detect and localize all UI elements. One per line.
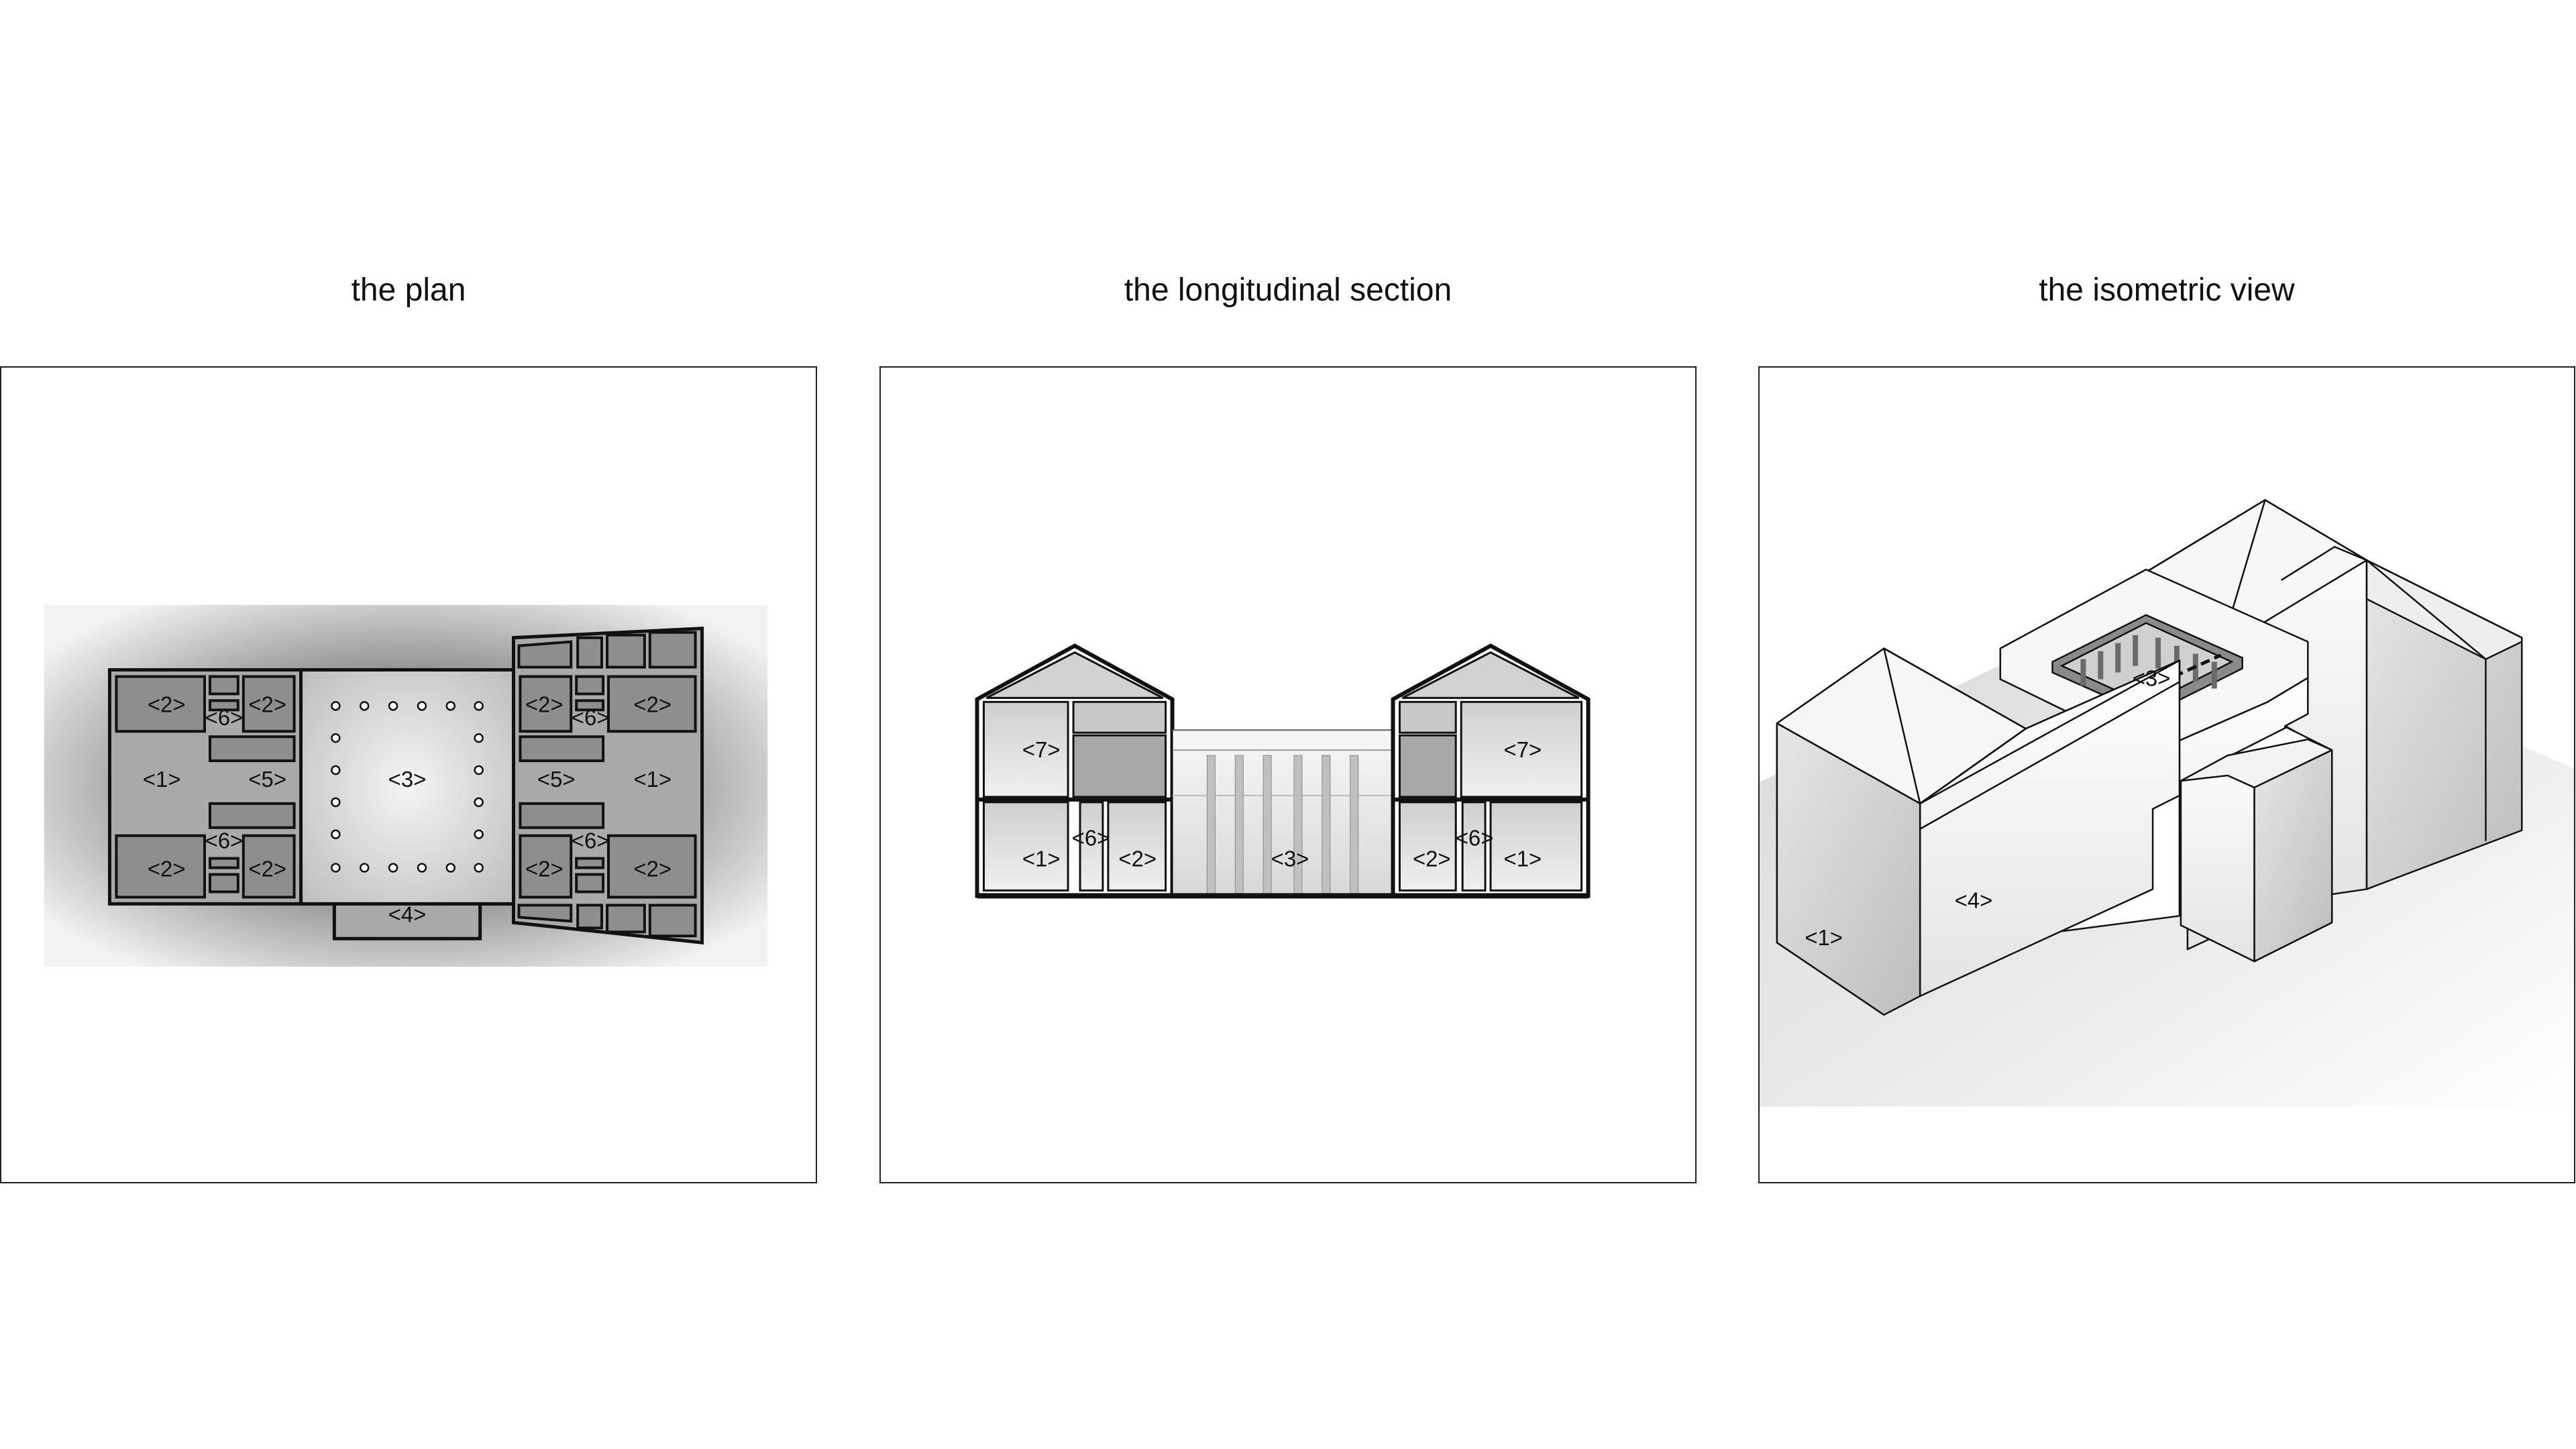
plan-label-6: <6> (572, 828, 610, 853)
plan-label-6: <6> (572, 705, 610, 730)
plan-label-2: <2> (525, 692, 564, 716)
plan-rooms-right (517, 631, 697, 938)
small-front-block (2180, 726, 2333, 963)
right-wing-section (1391, 643, 1591, 898)
section-label-7: <7> (1022, 737, 1061, 762)
plan-label-2: <2> (633, 857, 672, 881)
plan-label-3: <3> (388, 767, 427, 792)
colonnade-columns (331, 701, 484, 873)
plan-label-6: <6> (205, 705, 244, 730)
section-label-7: <7> (1504, 737, 1542, 762)
iso-label-1: <1> (1805, 925, 1843, 950)
plan-label-2: <2> (248, 857, 286, 881)
iso-label-3: <3> (2133, 665, 2171, 690)
plan-label-5: <5> (248, 767, 286, 792)
plan-rooms-left (115, 675, 296, 899)
ground-slab (977, 893, 1589, 899)
isometric-title: the isometric view (2039, 272, 2295, 308)
section-label-6: <6> (1072, 826, 1110, 851)
plan-label-2: <2> (525, 857, 564, 881)
plan-label-6: <6> (205, 828, 244, 853)
plan-label-2: <2> (633, 692, 672, 716)
section-label-6: <6> (1456, 826, 1494, 851)
section-label-2: <2> (1118, 847, 1157, 871)
central-court-section (1171, 729, 1394, 897)
plan-label-2: <2> (148, 692, 186, 716)
isometric-panel: <1> <3> <4> (1758, 366, 2575, 1183)
plan-label-2: <2> (148, 857, 186, 881)
plan-panel: <2> <2> <6> <1> <5> <3> <6> <2> <2> <4> … (0, 366, 817, 1183)
section-label-3: <3> (1271, 847, 1309, 871)
left-wing-section (975, 643, 1175, 898)
section-panel: <7> <1> <6> <2> <3> <2> <6> <1> <7> (879, 366, 1697, 1183)
plan-label-4: <4> (388, 902, 427, 926)
iso-label-4: <4> (1955, 888, 1993, 912)
section-label-2: <2> (1413, 847, 1451, 871)
section-drawing: <7> <1> <6> <2> <3> <2> <6> <1> <7> (975, 643, 1591, 899)
plan-label-1: <1> (633, 767, 672, 792)
section-label-1: <1> (1504, 847, 1542, 871)
plan-drawing: <2> <2> <6> <1> <5> <3> <6> <2> <2> <4> … (44, 604, 768, 967)
plan-label-5: <5> (537, 767, 576, 792)
section-label-1: <1> (1022, 847, 1061, 871)
plan-title: the plan (351, 272, 466, 308)
section-title: the longitudinal section (1124, 272, 1452, 308)
plan-label-1: <1> (143, 767, 181, 792)
isometric-drawing: <1> <3> <4> (1760, 499, 2574, 1182)
front-left-block (1776, 647, 2181, 1016)
plan-label-2: <2> (248, 692, 286, 716)
